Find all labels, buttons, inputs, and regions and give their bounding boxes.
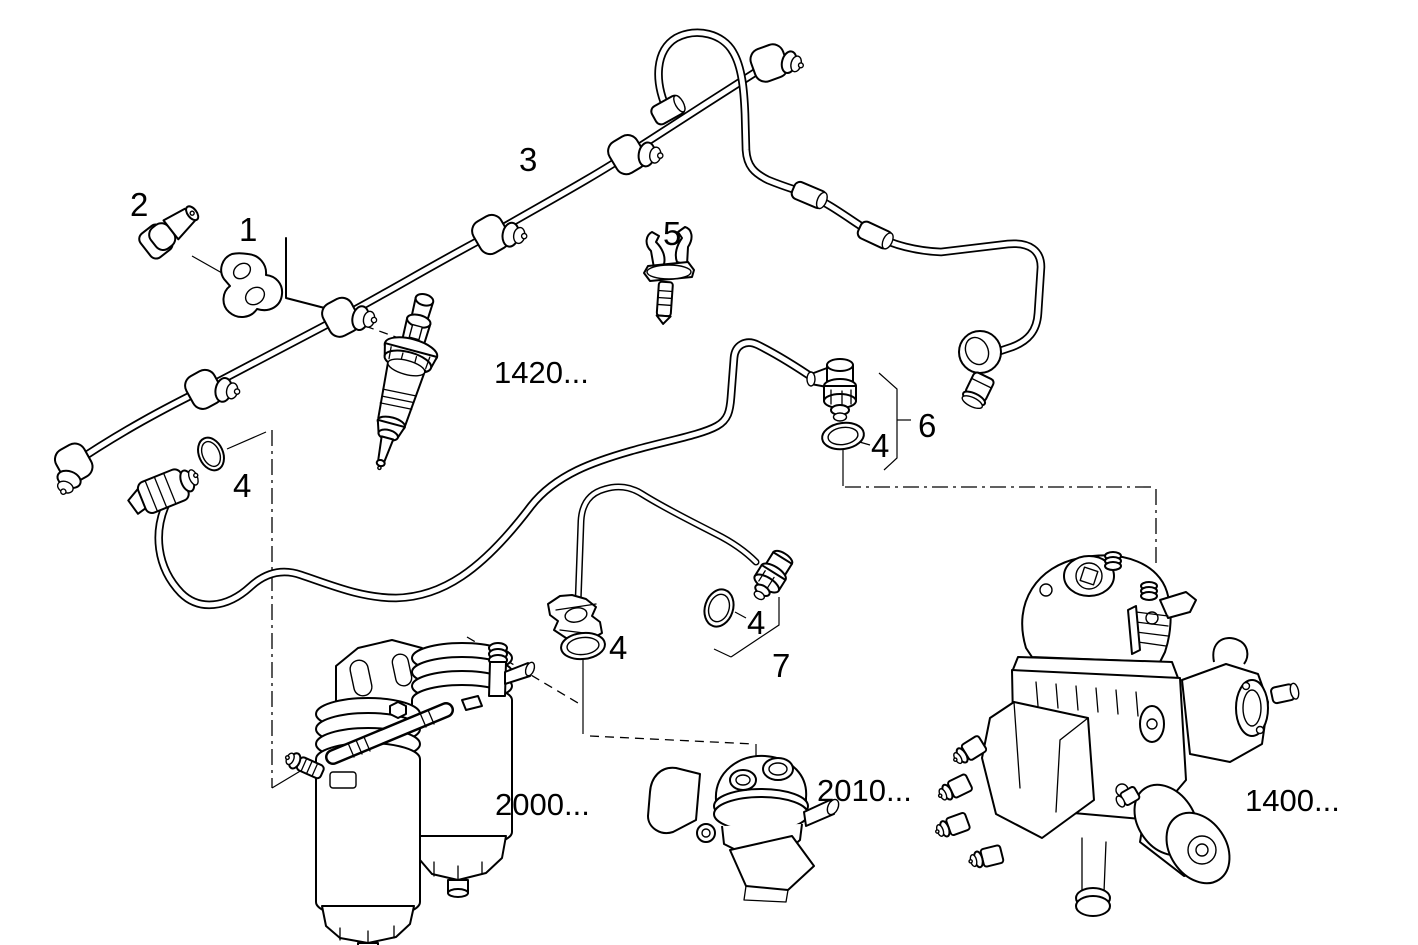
- pump-feed-pipe: [574, 483, 760, 608]
- overflow-valve-fitting: [806, 358, 857, 422]
- fuel-lift-pump: [647, 754, 840, 903]
- part-ref-injection-pump: 1400...: [1245, 783, 1340, 818]
- callout-6: 6: [918, 407, 936, 444]
- callout-7: 7: [772, 647, 790, 684]
- o-ring: [821, 421, 865, 451]
- callout-4: 4: [609, 629, 627, 666]
- callout-4: 4: [871, 427, 889, 464]
- supply-hose-pipe: [154, 338, 821, 609]
- callout-4: 4: [233, 467, 251, 504]
- callout-3: 3: [519, 141, 537, 178]
- rail-union-fittings: [39, 120, 670, 502]
- callout-1: 1: [239, 211, 257, 248]
- hose-sleeve: [854, 218, 897, 252]
- o-ring: [703, 588, 735, 628]
- banjo-bolt-part2: [138, 205, 200, 260]
- pipe-clip-part5: [643, 226, 695, 325]
- rail-end-union: [749, 43, 804, 83]
- leak-off-valve-fitting: [127, 468, 199, 515]
- filter-t-fitting: [461, 642, 536, 711]
- o-ring: [560, 631, 606, 661]
- pump-elbow-fitting: [753, 549, 794, 601]
- return-line-tee-sleeve: [650, 94, 686, 126]
- part-ref-fuel-filter: 2000...: [495, 787, 590, 822]
- fuel-filter-assembly: [284, 639, 536, 945]
- o-ring: [197, 436, 225, 472]
- pipe-bracket-clamp-part1: [220, 252, 284, 318]
- hose-sleeve: [788, 179, 831, 212]
- injector: [375, 292, 439, 471]
- banjo-fitting: [958, 330, 1002, 410]
- callout-4: 4: [747, 604, 765, 641]
- callout-2: 2: [130, 186, 148, 223]
- return-pipe: [654, 28, 1046, 360]
- part-ref-fuel-pump: 2010...: [817, 773, 912, 808]
- part-ref-injector: 1420...: [494, 355, 589, 390]
- callout-5: 5: [663, 215, 681, 252]
- injection-pump: [935, 551, 1300, 917]
- labels: 2 1 3 5 1420... 4 4 6 4 4 7 2000... 2010…: [130, 141, 1340, 822]
